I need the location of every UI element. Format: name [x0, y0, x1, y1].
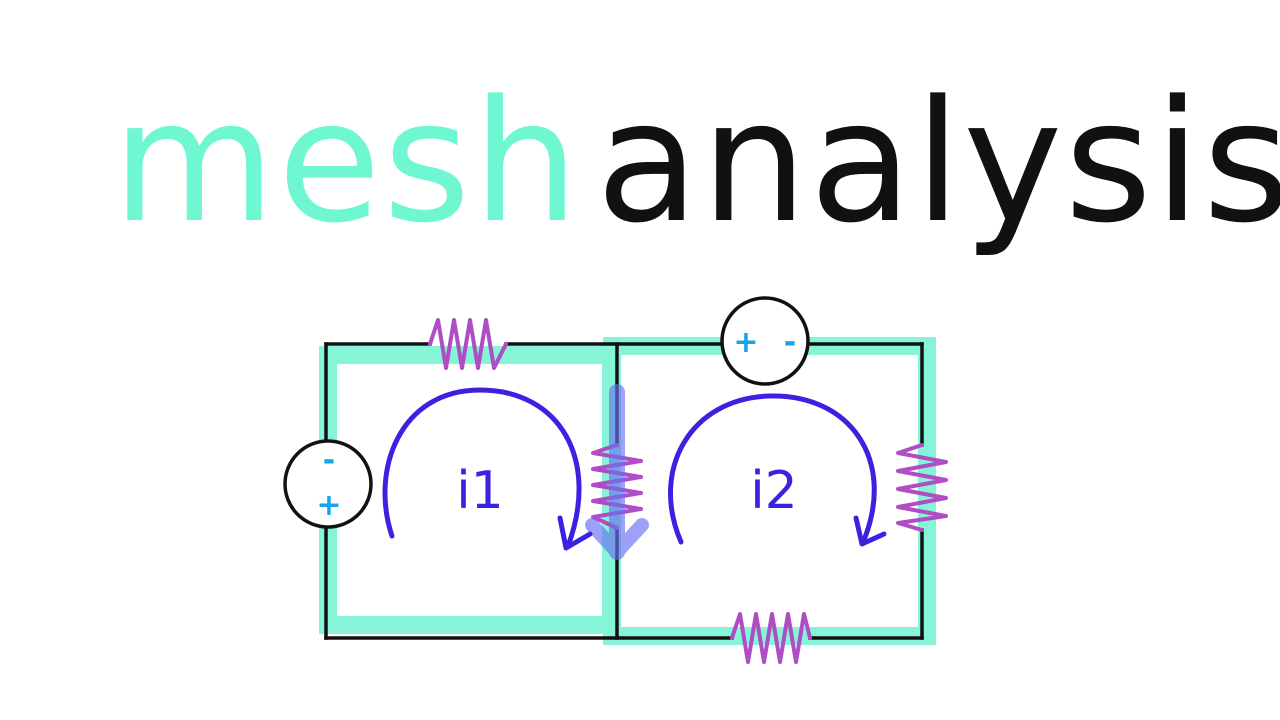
resistor-bottom [730, 612, 812, 664]
mesh-1-label: i1 [456, 461, 504, 521]
voltage-source-left-bottom-sign: + [316, 488, 341, 523]
voltage-source-top: + - [720, 296, 810, 386]
title: mesh analysis [0, 62, 1280, 262]
mesh-2-arrow-head [853, 515, 887, 547]
mesh-2-arrow [668, 393, 877, 545]
mesh-2-label: i2 [750, 461, 798, 521]
resistors [428, 318, 948, 664]
voltage-source-left: - + [283, 439, 373, 529]
voltage-source-left-top-sign: - [323, 443, 335, 478]
branch-current-arrow [585, 384, 649, 560]
mesh-1-arrow-head [557, 515, 593, 551]
mesh-current-arrows [382, 387, 887, 551]
voltage-source-top-right-sign: - [784, 325, 796, 360]
voltage-source-left-circle [283, 439, 373, 529]
resistor-right [896, 443, 948, 532]
branch-current-arrow-head [585, 518, 649, 559]
voltage-source-top-left-sign: + [733, 325, 758, 360]
title-word-analysis: analysis [596, 64, 1280, 260]
resistor-top-left [428, 318, 508, 370]
voltage-source-top-circle [720, 296, 810, 386]
title-word-mesh: mesh [112, 64, 582, 260]
mesh-1-arrow [382, 387, 582, 549]
